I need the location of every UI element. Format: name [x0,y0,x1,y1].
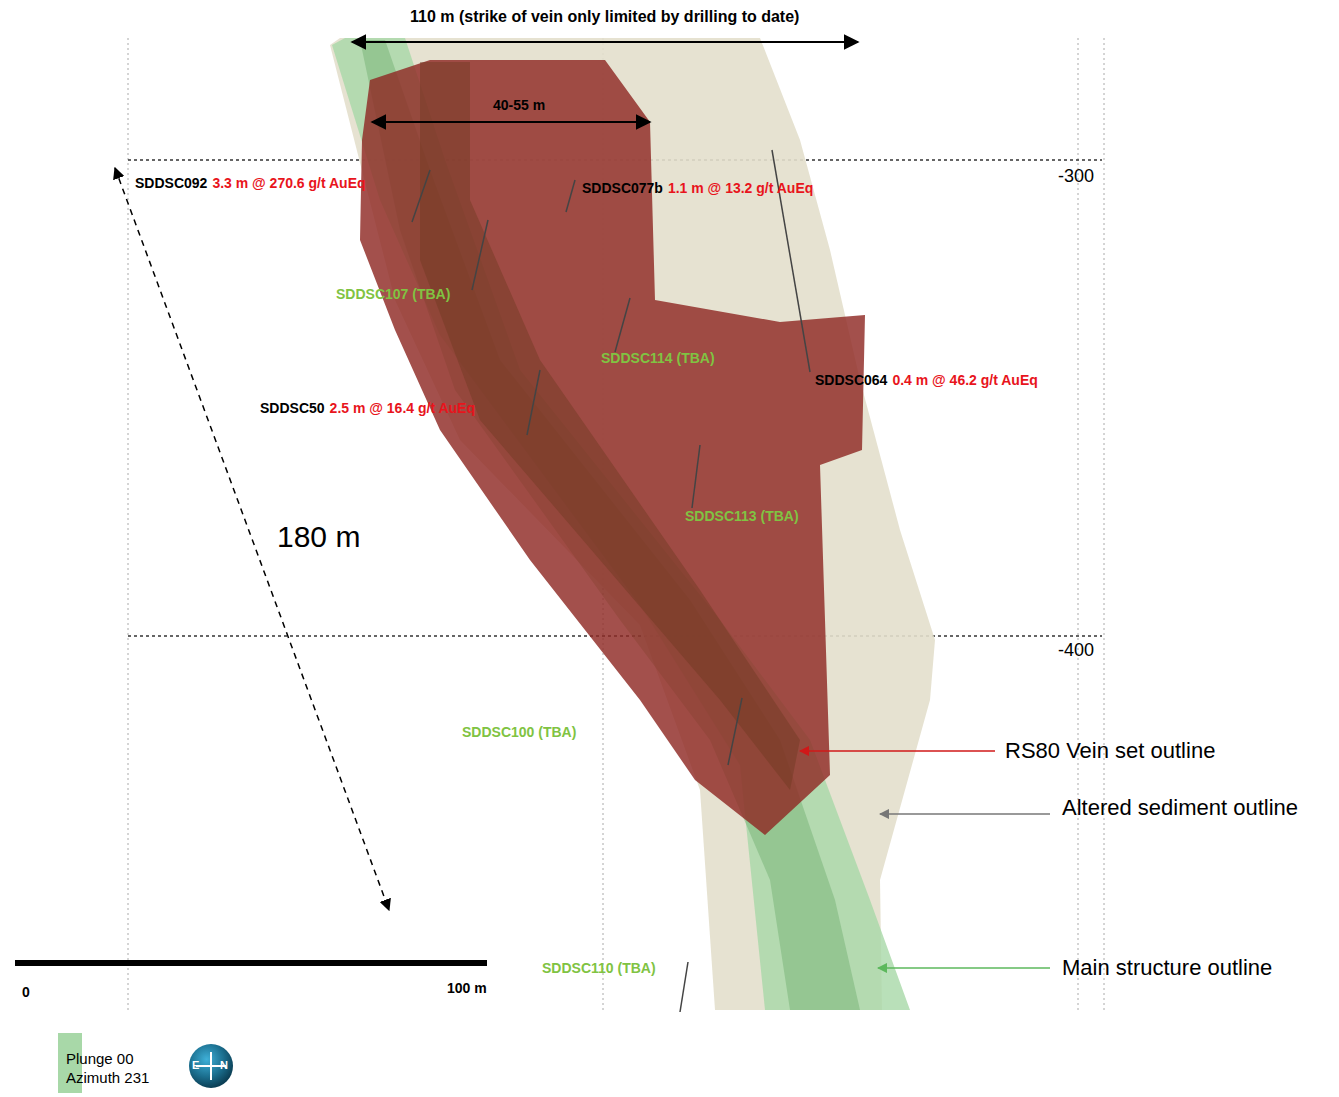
label-group: SDDSC100 (TBA) [462,724,576,740]
compass-icon [189,1044,233,1088]
label-group: 0 [22,984,30,1000]
label-group: 110 m (strike of vein only limited by dr… [410,8,799,26]
drill-trace [412,150,810,1012]
label-group: SDDSC064 0.4 m @ 46.2 g/t AuEq [815,372,1038,388]
label-group: 40-55 m [493,97,545,113]
label-group: 100 m [447,980,487,996]
dimension-arrow [352,41,858,43]
drill-hole-label: SDDSC100 (TBA) [462,724,576,740]
label-group: RS80 Vein set outline [1005,738,1215,763]
dimension-label: 40-55 m [493,97,545,113]
label-group: SDDSC107 (TBA) [336,286,450,302]
drill-hole-label: SDDSC107 (TBA) [336,286,450,302]
drill-intercept: 3.3 m @ 270.6 g/t AuEq [212,175,365,191]
grid-line [128,38,1104,1010]
compass-letter: N [220,1059,228,1072]
leader-line [880,813,1050,815]
label-group: -400 [1058,640,1094,661]
dimension-arrow [372,121,650,123]
drill-intercept: SDDSC064 [815,372,887,388]
label-group: SDDSC50 2.5 m @ 16.4 g/t AuEq [260,400,475,416]
label-group: SDDSC077b 1.1 m @ 13.2 g/t AuEq [582,180,813,196]
label-group: N [220,1059,228,1072]
view-label: Plunge 00 [66,1050,134,1067]
dimension-arrow [115,168,389,910]
drill-intercept: SDDSC077b [582,180,663,196]
label-group: SDDSC092 3.3 m @ 270.6 g/t AuEq [135,175,366,191]
drill-intercept: 2.5 m @ 16.4 g/t AuEq [330,400,475,416]
vein-core [420,62,800,790]
scale-label: 0 [22,984,30,1000]
label-group: 180 m [277,520,360,555]
leader-line [800,750,995,752]
dimension-label: 110 m (strike of vein only limited by dr… [410,8,799,26]
main-structure [332,38,910,1010]
callout-label: Main structure outline [1062,955,1272,980]
dimension-label: 180 m [277,520,360,555]
elevation-label: -300 [1058,166,1094,187]
drill-intercept: 1.1 m @ 13.2 g/t AuEq [668,180,813,196]
drill-intercept: SDDSC092 [135,175,207,191]
label-group: E [192,1059,199,1072]
callout-label: RS80 Vein set outline [1005,738,1215,763]
label-group: Main structure outline [1062,955,1272,980]
elevation-label: -400 [1058,640,1094,661]
drill-hole-label: SDDSC113 (TBA) [685,508,799,524]
scale-bar [15,960,487,966]
altered-sediment [330,38,935,1010]
compass-letter: E [192,1059,199,1072]
drill-intercept: 0.4 m @ 46.2 g/t AuEq [892,372,1037,388]
drill-hole-label: SDDSC110 (TBA) [542,960,656,976]
label-group: Azimuth 231 [66,1069,149,1086]
drill-intercept: SDDSC50 [260,400,325,416]
leader-line [878,967,1050,969]
compass-icon [210,1052,212,1080]
label-group: Altered sediment outline [1062,795,1302,820]
label-group: SDDSC113 (TBA) [685,508,799,524]
label-group: SDDSC114 (TBA) [601,350,715,366]
scale-label: 100 m [447,980,487,996]
callout-label: Altered sediment outline [1062,795,1298,820]
label-group: SDDSC110 (TBA) [542,960,656,976]
label-group: -300 [1058,166,1094,187]
vein-set [360,60,865,835]
view-label: Azimuth 231 [66,1069,149,1086]
label-group: Plunge 00 [66,1050,134,1067]
drill-hole-label: SDDSC114 (TBA) [601,350,715,366]
